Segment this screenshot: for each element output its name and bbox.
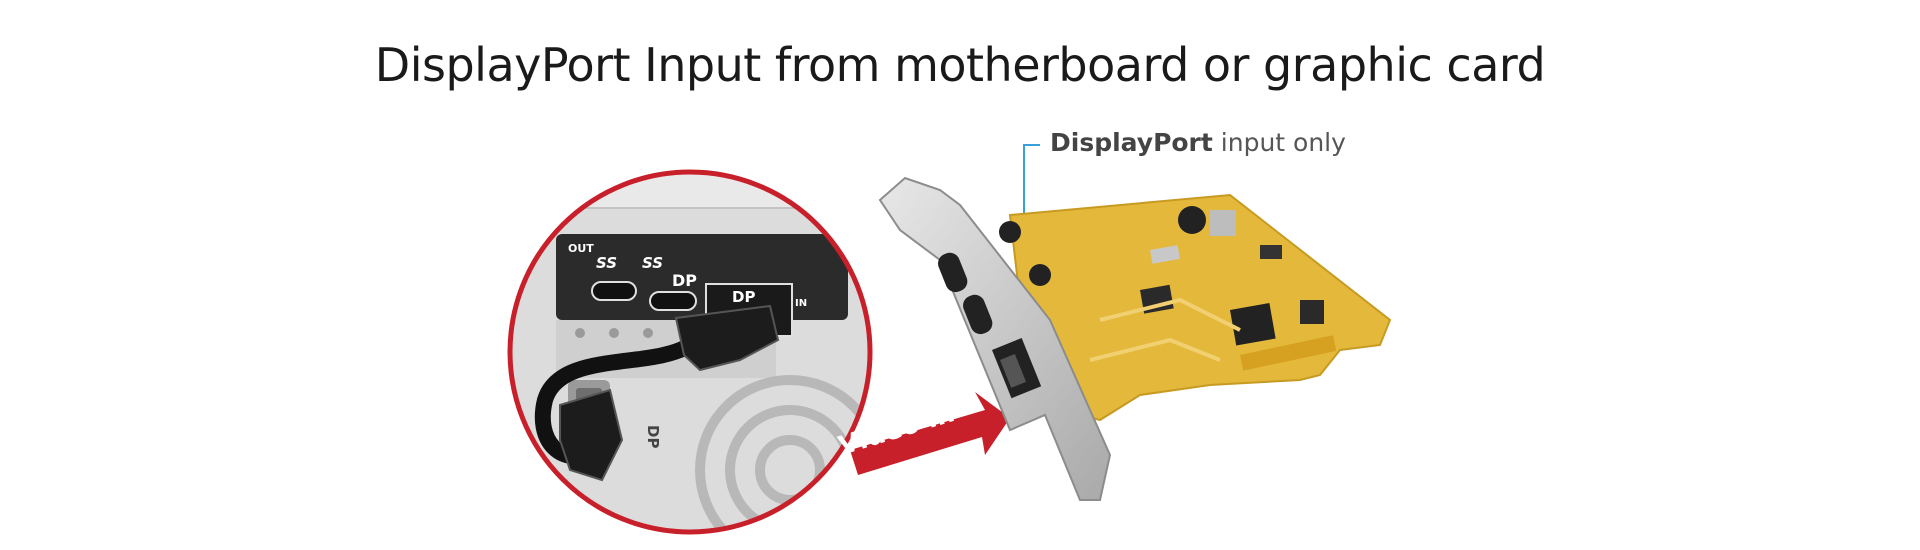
zoom-circle: OUT SS SS DP DP IN DP [507,169,873,535]
main-chip [1230,303,1276,346]
dp-port-label: DP [732,288,755,306]
in-label: IN [795,298,807,309]
out-label: OUT [568,242,594,255]
usb-c-port-1 [591,281,637,301]
page-title: DisplayPort Input from motherboard or gr… [374,38,1546,92]
capacitor-2 [999,221,1021,243]
dp-plug-top [674,304,780,372]
chip-3 [1300,300,1324,324]
ss-label-2: SS [642,254,663,272]
callout-label-bold: DisplayPort [1050,128,1213,157]
zoom-circle-border [507,169,873,535]
dp-cable-label: DP [644,425,662,448]
pcie-card [878,176,1392,501]
capacitor-1 [1178,206,1206,234]
bracket-usb-c-2 [963,294,993,335]
callout-label: DisplayPort input only [1050,128,1346,157]
usb-c-port-2 [649,291,697,311]
ss-label-1: SS [596,254,617,272]
capacitor-3 [1029,264,1051,286]
dp-plug-bottom [559,388,624,482]
callout-label-rest: input only [1212,128,1346,157]
bracket-usb-c-1 [938,252,968,293]
inductor [1210,210,1236,236]
dp-usb-label: DP [672,271,697,290]
chip-4 [1260,245,1282,259]
crystal [1150,245,1181,264]
gold-fingers [1239,335,1337,371]
